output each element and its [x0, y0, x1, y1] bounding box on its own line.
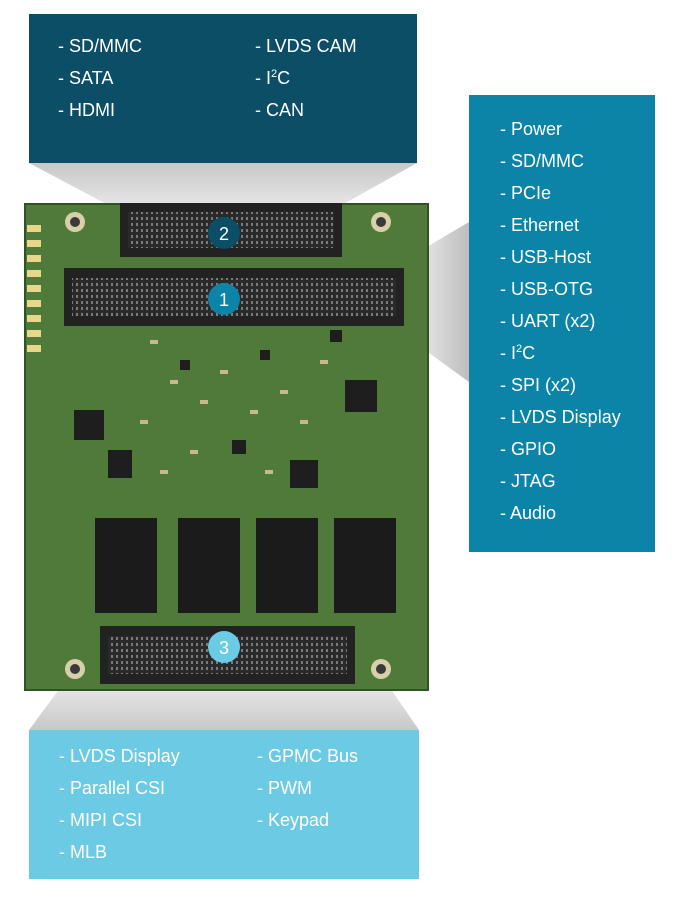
interface-item: - PCIe: [500, 183, 552, 203]
badge-3: 3: [208, 631, 240, 663]
interface-item: - HDMI: [58, 100, 115, 120]
connector-3-interfaces-panel: - LVDS Display - Parallel CSI - MIPI CSI…: [29, 730, 419, 879]
connector-3-list-col2: - GPMC Bus - PWM - Keypad: [257, 740, 358, 836]
interface-item: - USB-OTG: [500, 279, 593, 299]
i2c-prefix: - I: [255, 68, 271, 88]
interface-item: - GPMC Bus: [257, 746, 359, 766]
interface-item: - Parallel CSI: [59, 778, 166, 798]
i2c-prefix: - I: [500, 343, 516, 363]
i2c-sup: 2: [516, 343, 523, 355]
interface-item: - USB-Host: [500, 247, 592, 267]
mounting-holes: [65, 212, 391, 679]
interface-item: - Keypad: [257, 810, 330, 830]
interface-item: - Power: [500, 119, 563, 139]
badge-2: 2: [208, 217, 240, 249]
interface-item: - LVDS Display: [500, 407, 621, 427]
badge-2-label: 2: [219, 224, 229, 244]
callout-funnel-top: [29, 163, 417, 206]
memory-chips: [95, 518, 396, 613]
interface-item: - SD/MMC: [58, 36, 142, 56]
pcb-passives: [140, 340, 328, 474]
connector-2-list-col2: - LVDS CAM - I2C - CAN: [255, 30, 357, 126]
interface-item-i2c: - I2C: [500, 337, 621, 369]
interface-item: - SATA: [58, 68, 114, 88]
interface-item-i2c: - I2C: [255, 62, 357, 94]
i2c-sup: 2: [271, 68, 278, 80]
pcb-components: [74, 330, 377, 488]
interface-item: - CAN: [255, 100, 304, 120]
interface-item: - Ethernet: [500, 215, 580, 235]
interface-item: - MIPI CSI: [59, 810, 143, 830]
connector-1-interfaces-panel: - Power - SD/MMC - PCIe - Ethernet - USB…: [469, 95, 655, 552]
interface-item: - LVDS Display: [59, 746, 180, 766]
pcb-edge-contacts: [27, 225, 41, 352]
i2c-suffix: C: [522, 343, 536, 363]
interface-item: - MLB: [59, 842, 108, 862]
interface-item: - GPIO: [500, 439, 557, 459]
callout-funnel-bottom: [29, 688, 419, 730]
interface-item: - UART (x2): [500, 311, 596, 331]
interface-item: - JTAG: [500, 471, 556, 491]
connector-1-list: - Power - SD/MMC - PCIe - Ethernet - USB…: [500, 113, 621, 529]
interface-item: - SPI (x2): [500, 375, 577, 395]
connector-2-list-col1: - SD/MMC - SATA - HDMI: [58, 30, 142, 126]
callout-funnel-right: [425, 222, 469, 382]
badge-1-label: 1: [219, 290, 229, 310]
connector-2-interfaces-panel: - SD/MMC - SATA - HDMI - LVDS CAM - I2C …: [29, 14, 417, 163]
interface-item: - SD/MMC: [500, 151, 584, 171]
i2c-suffix: C: [277, 68, 291, 88]
badge-1: 1: [208, 283, 240, 315]
interface-item: - LVDS CAM: [255, 36, 357, 56]
badge-3-label: 3: [219, 638, 229, 658]
interface-item: - Audio: [500, 503, 557, 523]
connector-3-list-col1: - LVDS Display - Parallel CSI - MIPI CSI…: [59, 740, 180, 868]
interface-item: - PWM: [257, 778, 312, 798]
